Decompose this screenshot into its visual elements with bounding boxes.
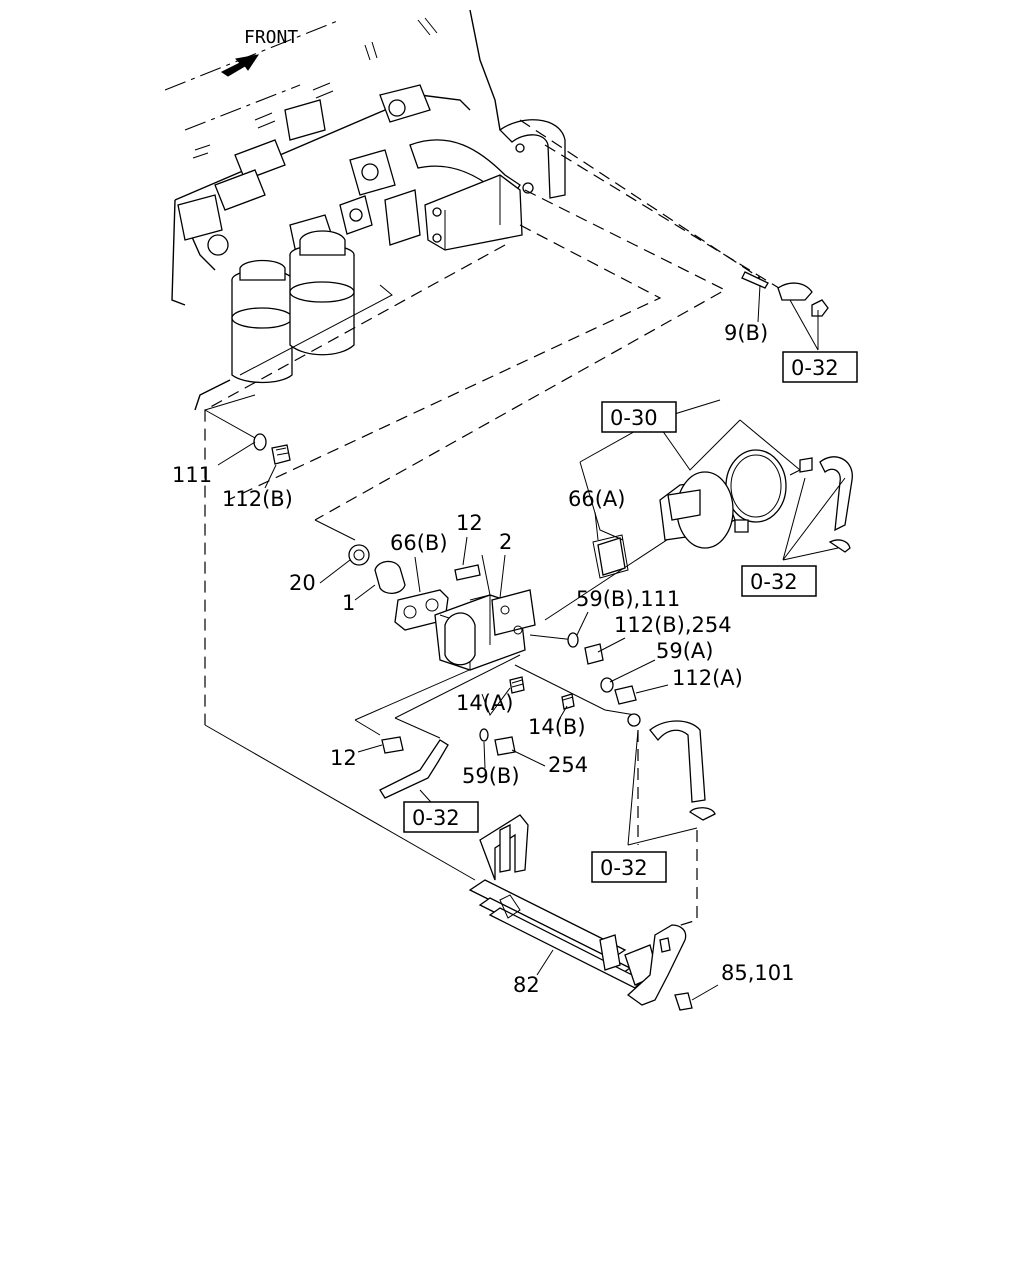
- dashed-leader-lines: [204, 119, 801, 931]
- svg-text:0-32: 0-32: [750, 570, 798, 594]
- ref-0-32-c[interactable]: 0-32: [403, 801, 479, 833]
- front-arrow-icon: [221, 54, 260, 77]
- callout-112a: 112(A): [672, 666, 743, 690]
- bolt-12-bottom: [381, 728, 516, 756]
- callout-59b-111: 59(B),111: [576, 587, 680, 611]
- seal-59a: [567, 632, 641, 727]
- front-label: FRONT: [244, 27, 298, 48]
- callout-82: 82: [513, 973, 540, 997]
- seal-111-top: [253, 433, 291, 465]
- callout-14b: 14(B): [528, 715, 586, 739]
- callout-9b: 9(B): [724, 321, 768, 345]
- oil-filter-right: [289, 230, 355, 356]
- callout-66b: 66(B): [390, 531, 448, 555]
- svg-text:0-30: 0-30: [610, 406, 658, 430]
- ref-0-32-a[interactable]: 0-32: [782, 351, 858, 383]
- hose-lower-middle: [649, 720, 716, 821]
- callout-2: 2: [499, 530, 512, 554]
- cooler-pipe-82: [468, 814, 693, 1011]
- hose-upper-right: [789, 456, 853, 553]
- ref-0-32-b[interactable]: 0-32: [741, 565, 817, 597]
- callout-1: 1: [342, 591, 355, 615]
- oil-cooler-assembly: [348, 544, 575, 710]
- svg-text:0-32: 0-32: [791, 356, 839, 380]
- svg-text:0-32: 0-32: [412, 806, 460, 830]
- callout-leaders: [217, 284, 846, 1001]
- callout-14a: 14(A): [456, 691, 513, 715]
- callout-112b-254: 112(B),254: [614, 613, 732, 637]
- oil-filter-left: [231, 259, 293, 384]
- callout-20: 20: [289, 571, 316, 595]
- callout-85-101: 85,101: [721, 961, 794, 985]
- callout-111-top: 111: [172, 463, 212, 487]
- bolt-9b: [741, 271, 829, 317]
- svg-text:0-32: 0-32: [600, 856, 648, 880]
- pipe-lower-left: [379, 739, 449, 799]
- ref-0-30[interactable]: 0-30: [601, 401, 677, 433]
- callout-59b-bottom: 59(B): [462, 764, 520, 788]
- engine-assembly: [164, 9, 566, 411]
- callout-12-bottom: 12: [330, 746, 357, 770]
- callout-112b-top: 112(B): [222, 487, 293, 511]
- front-indicator: FRONT: [221, 27, 298, 77]
- callout-12-top: 12: [456, 511, 483, 535]
- callout-254: 254: [548, 753, 588, 777]
- callout-59a: 59(A): [656, 639, 713, 663]
- water-pump-housing: [592, 449, 787, 579]
- ref-0-32-d[interactable]: 0-32: [591, 851, 667, 883]
- callout-66a: 66(A): [568, 487, 625, 511]
- callout-labels: 9(B) 111 112(B) 66(A) 12 66(B) 2 20 1 59…: [172, 321, 794, 997]
